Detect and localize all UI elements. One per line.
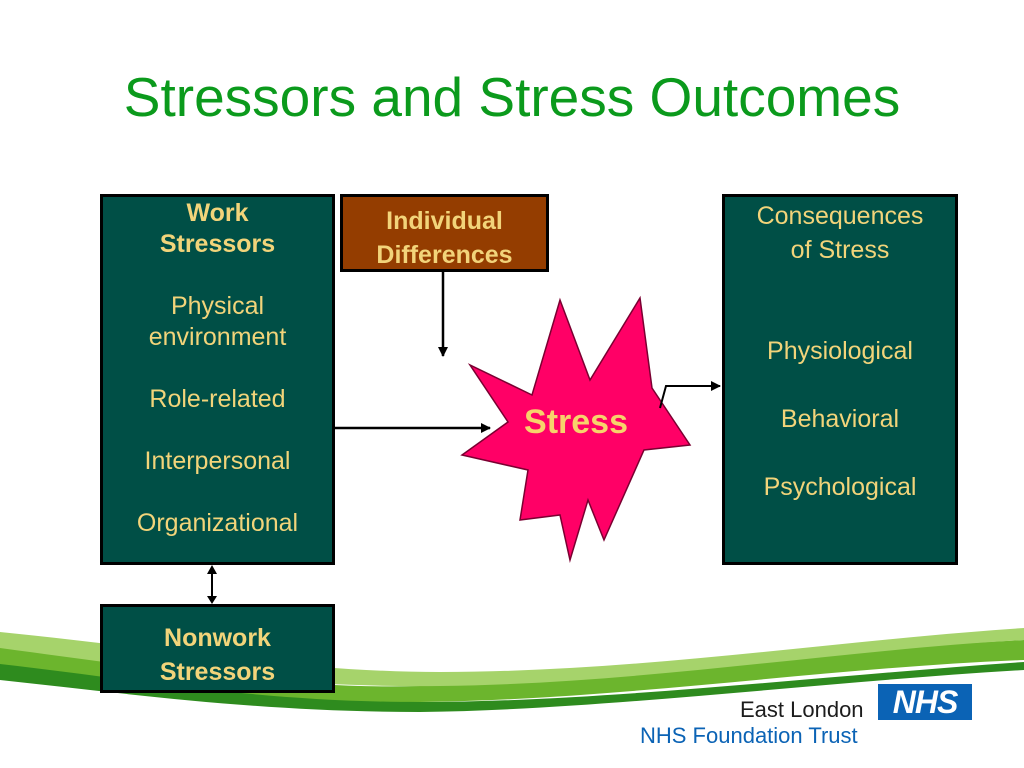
double-arrow-head-up [207, 565, 217, 574]
work-stressors-heading-line1: Work [186, 199, 249, 227]
consequence-item-behavioral: Behavioral [780, 405, 900, 433]
stress-burst-shape [460, 295, 692, 563]
nhs-logo: NHS [878, 684, 972, 720]
nonwork-stressors-line2: Stressors [159, 658, 276, 686]
individual-differences-line2: Differences [376, 241, 513, 269]
work-stressors-box: Work Stressors Physical environment Role… [100, 194, 335, 565]
individual-differences-box: Individual Differences [340, 194, 549, 272]
individual-differences-line1: Individual [386, 207, 503, 235]
work-stressor-item-role: Role-related [149, 385, 286, 413]
work-stressor-item-organizational: Organizational [136, 509, 299, 537]
stress-label: Stress [524, 403, 628, 441]
work-stressor-item-physical-line2: environment [148, 323, 287, 351]
consequence-item-psychological: Psychological [763, 473, 917, 501]
trust-name-line2: NHS Foundation Trust [640, 723, 858, 748]
work-stressor-item-interpersonal: Interpersonal [144, 447, 291, 475]
nonwork-stressors-line1: Nonwork [164, 624, 271, 652]
nonwork-stressors-box: Nonwork Stressors [100, 604, 335, 693]
work-stressors-heading-line2: Stressors [159, 230, 276, 258]
double-arrow-head-down [207, 596, 217, 604]
consequence-item-physiological: Physiological [767, 337, 913, 365]
slide-title: Stressors and Stress Outcomes [123, 66, 901, 128]
trust-name-line1: East London [740, 697, 864, 722]
consequences-heading-line1: Consequences [756, 202, 924, 230]
consequences-heading-line2: of Stress [790, 236, 890, 264]
stress-to-consequences-arrow [659, 381, 721, 409]
consequences-box: Consequences of Stress Physiological Beh… [722, 194, 958, 565]
work-stressor-item-physical-line1: Physical [170, 292, 265, 320]
